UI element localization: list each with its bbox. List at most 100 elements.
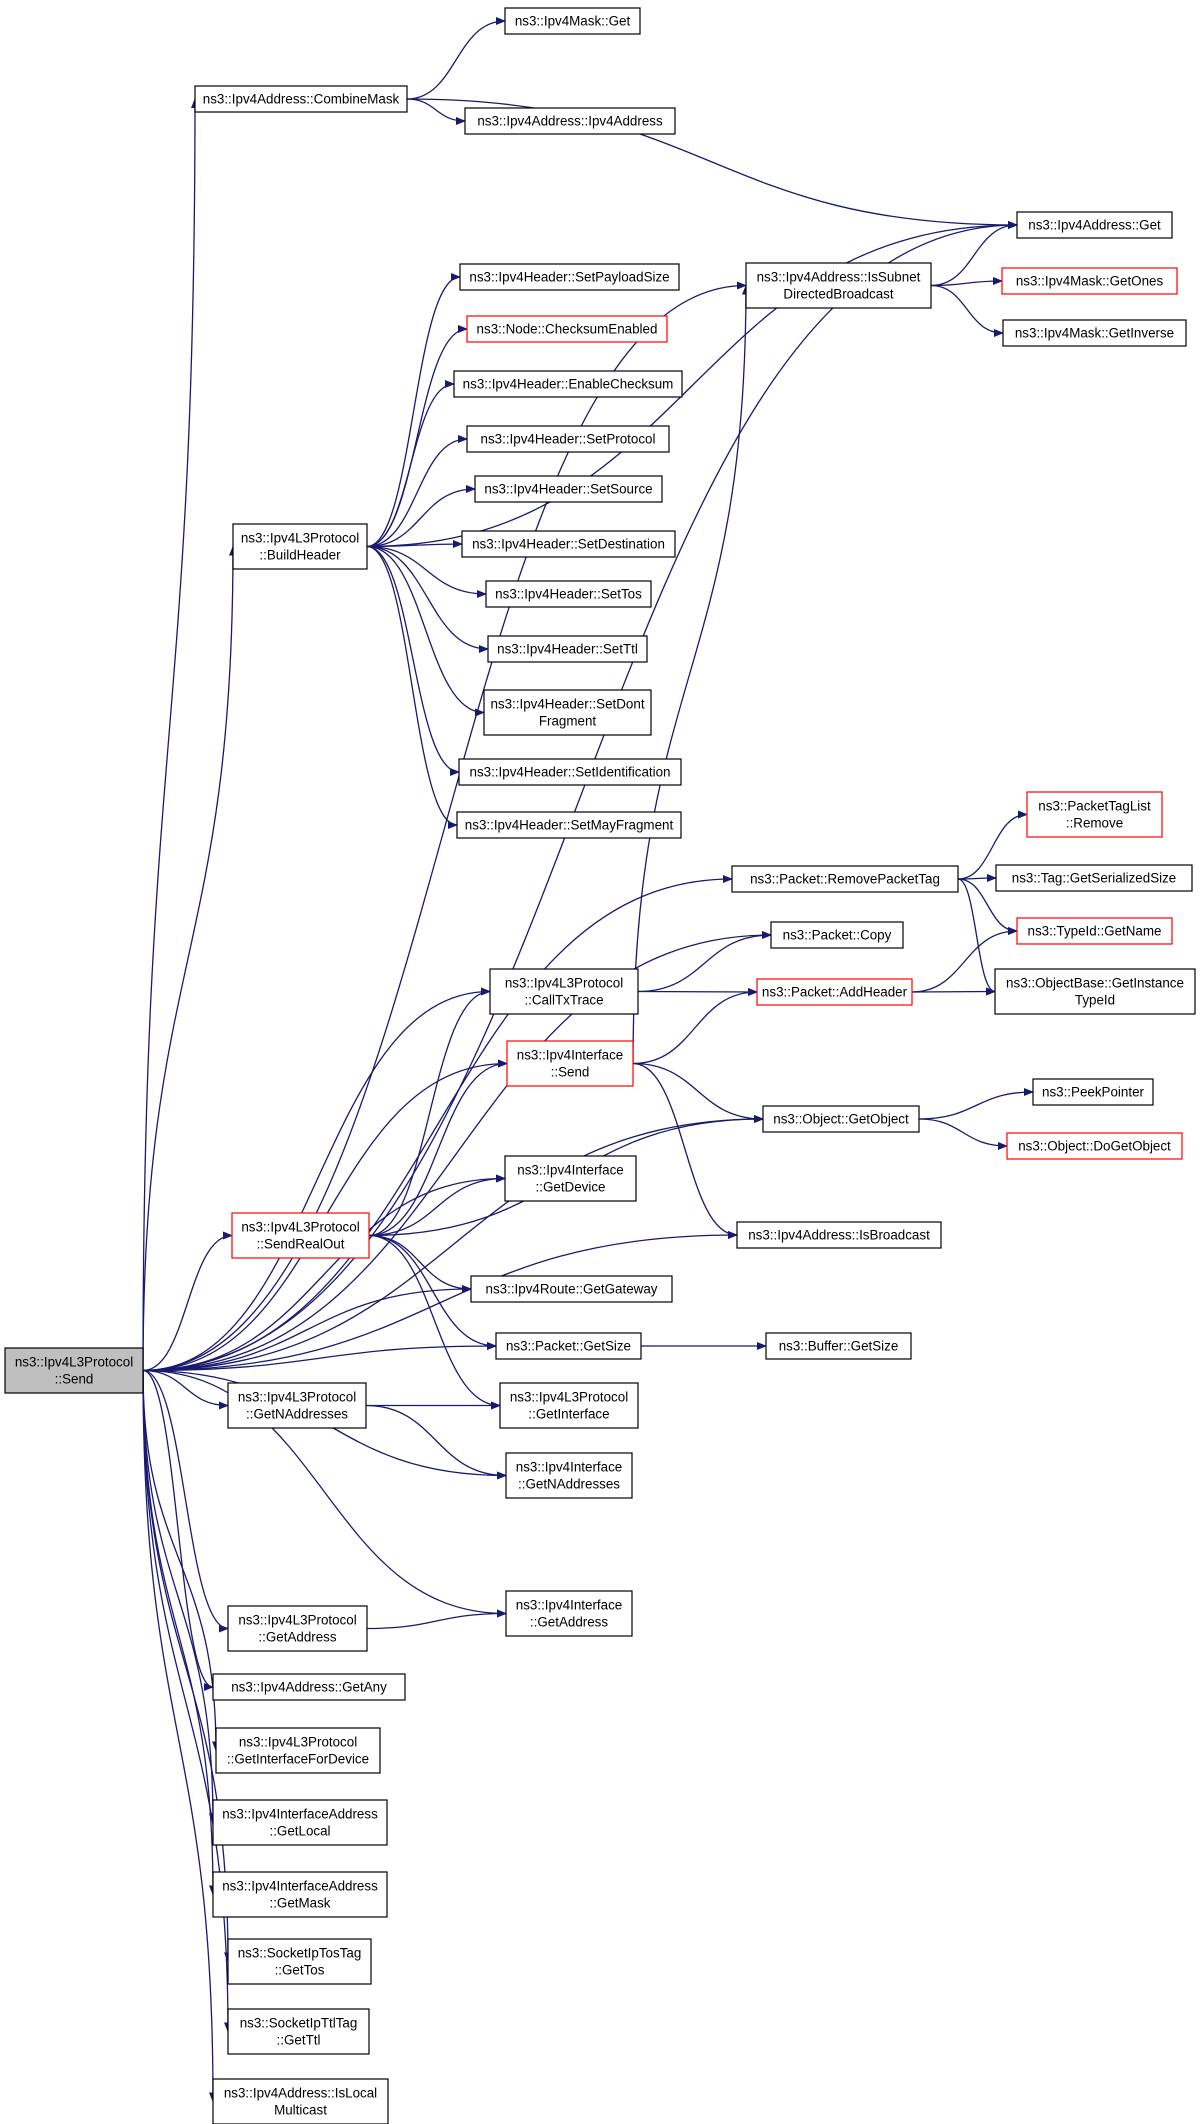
node-addr-ctor[interactable]: ns3::Ipv4Address::Ipv4Address	[464, 107, 676, 135]
node-label-line: ns3::PeekPointer	[1042, 1085, 1145, 1100]
node-box	[4, 1347, 144, 1394]
node-label-line: ns3::Ipv4Route::GetGateway	[486, 1282, 658, 1297]
node-is-subnet[interactable]: ns3::Ipv4Address::IsSubnetDirectedBroadc…	[745, 262, 932, 309]
edge-if-send-to-is-subnet	[632, 284, 750, 1064]
node-combine-mask[interactable]: ns3::Ipv4Address::CombineMask	[194, 85, 408, 113]
node-set-ident[interactable]: ns3::Ipv4Header::SetIdentification	[458, 758, 682, 786]
node-set-destination[interactable]: ns3::Ipv4Header::SetDestination	[461, 530, 676, 558]
node-tag-ser-size[interactable]: ns3::Tag::GetSerializedSize	[995, 864, 1193, 892]
node-get-object[interactable]: ns3::Object::GetObject	[762, 1105, 920, 1133]
node-label-line: ns3::Ipv4Address::IsBroadcast	[748, 1228, 930, 1243]
node-packet-copy[interactable]: ns3::Packet::Copy	[770, 921, 904, 949]
node-l3-naddr[interactable]: ns3::Ipv4L3Protocol::GetNAddresses	[227, 1382, 367, 1429]
node-is-broadcast[interactable]: ns3::Ipv4Address::IsBroadcast	[736, 1221, 942, 1249]
node-label-line: Multicast	[274, 2103, 327, 2118]
node-get-any[interactable]: ns3::Ipv4Address::GetAny	[212, 1673, 406, 1701]
node-label-line: ::SendRealOut	[257, 1237, 345, 1252]
node-box	[505, 1590, 633, 1637]
node-do-get-object[interactable]: ns3::Object::DoGetObject	[1006, 1132, 1183, 1160]
node-box	[1006, 1132, 1183, 1160]
node-type-id-name[interactable]: ns3::TypeId::GetName	[1016, 917, 1173, 945]
node-label-line: ns3::Node::ChecksumEnabled	[477, 322, 658, 337]
node-box	[762, 1105, 920, 1133]
node-label-line: ns3::Ipv4L3Protocol	[241, 531, 359, 546]
node-get-inverse[interactable]: ns3::Ipv4Mask::GetInverse	[1002, 319, 1187, 347]
node-mask-get[interactable]: ns3::Ipv4Mask::Get	[504, 7, 641, 35]
node-get-device[interactable]: ns3::Ipv4Interface::GetDevice	[504, 1155, 637, 1202]
node-label-line: ns3::Ipv4L3Protocol	[238, 1613, 356, 1628]
node-if-get-addr[interactable]: ns3::Ipv4Interface::GetAddress	[505, 1590, 633, 1637]
node-set-tos[interactable]: ns3::Ipv4Header::SetTos	[485, 580, 652, 608]
edge-build-header-to-set-tos	[366, 545, 487, 598]
edge-call-tx-to-packet-copy	[637, 931, 772, 993]
edge-add-header-to-type-id-name	[911, 927, 1018, 993]
node-box	[1016, 917, 1173, 945]
node-label-line: ns3::Ipv4Header::SetDont	[490, 697, 644, 712]
node-build-header[interactable]: ns3::Ipv4L3Protocol::BuildHeader	[232, 523, 368, 570]
node-label-line: ns3::Buffer::GetSize	[779, 1339, 899, 1354]
node-if-for-device[interactable]: ns3::Ipv4L3Protocol::GetInterfaceForDevi…	[215, 1727, 381, 1774]
node-checksum[interactable]: ns3::Node::ChecksumEnabled	[466, 315, 668, 343]
node-l3-get-if[interactable]: ns3::Ipv4L3Protocol::GetInterface	[499, 1382, 639, 1429]
node-l3-get-addr[interactable]: ns3::Ipv4L3Protocol::GetAddress	[227, 1605, 368, 1652]
node-label-line: ns3::Ipv4Mask::GetOnes	[1016, 274, 1164, 289]
node-set-ttl[interactable]: ns3::Ipv4Header::SetTtl	[487, 635, 648, 663]
edge-build-header-to-set-ident	[366, 545, 460, 776]
node-label-line: ns3::Object::DoGetObject	[1018, 1139, 1171, 1154]
node-set-protocol[interactable]: ns3::Ipv4Header::SetProtocol	[466, 425, 670, 453]
node-get-ones[interactable]: ns3::Ipv4Mask::GetOnes	[1001, 267, 1178, 295]
node-peek-pointer[interactable]: ns3::PeekPointer	[1032, 1078, 1154, 1106]
edge-send-to-l3-get-addr	[142, 1369, 229, 1633]
node-box	[227, 1605, 368, 1652]
node-if-send[interactable]: ns3::Ipv4Interface::Send	[506, 1040, 634, 1087]
edge-get-object-to-do-get-object	[918, 1118, 1008, 1150]
node-label-line: ::GetNAddresses	[246, 1407, 348, 1422]
node-enable-checksum[interactable]: ns3::Ipv4Header::EnableChecksum	[453, 370, 683, 398]
node-tos-tag[interactable]: ns3::SocketIpTosTag::GetTos	[227, 1938, 372, 1985]
edge-build-header-to-addr-get	[366, 221, 1018, 548]
node-label-line: ns3::Ipv4Address::GetAny	[231, 1680, 387, 1695]
node-label-line: ns3::Ipv4Header::SetPayloadSize	[469, 270, 669, 285]
node-label-line: ns3::Ipv4InterfaceAddress	[222, 1807, 378, 1822]
node-label-line: ::GetDevice	[536, 1180, 606, 1195]
node-label-line: ns3::Ipv4Address::Get	[1028, 218, 1161, 233]
node-ttl-tag[interactable]: ns3::SocketIpTtlTag::GetTtl	[227, 2008, 370, 2055]
node-box	[453, 370, 683, 398]
node-label-line: ns3::Packet::AddHeader	[762, 985, 908, 1000]
node-label-line: ns3::Ipv4Header::SetDestination	[472, 537, 665, 552]
node-set-payload[interactable]: ns3::Ipv4Header::SetPayloadSize	[459, 263, 680, 291]
node-label-line: ns3::Ipv4Header::EnableChecksum	[463, 377, 674, 392]
node-box	[1026, 791, 1163, 838]
node-label-line: ns3::Ipv4Mask::Get	[515, 14, 631, 29]
edge-send-real-out-to-packet-size	[368, 1234, 497, 1350]
node-box	[215, 1727, 381, 1774]
node-addr-get[interactable]: ns3::Ipv4Address::Get	[1016, 211, 1173, 239]
node-label-line: ns3::Ipv4Interface	[517, 1048, 623, 1063]
node-call-tx[interactable]: ns3::Ipv4L3Protocol::CallTxTrace	[489, 968, 639, 1015]
node-box	[227, 2008, 370, 2055]
node-set-may-frag[interactable]: ns3::Ipv4Header::SetMayFragment	[456, 811, 682, 839]
node-box	[466, 425, 670, 453]
node-get-gateway[interactable]: ns3::Ipv4Route::GetGateway	[470, 1275, 673, 1303]
node-ifa-get-mask[interactable]: ns3::Ipv4InterfaceAddress::GetMask	[212, 1871, 388, 1918]
node-packet-size[interactable]: ns3::Packet::GetSize	[495, 1332, 642, 1360]
edge-send-to-is-local-mc	[142, 1370, 217, 2103]
edge-send-real-out-to-if-send	[368, 1059, 508, 1237]
edge-layer	[142, 17, 1034, 2103]
node-box	[745, 262, 932, 309]
node-box	[756, 978, 913, 1006]
node-label-line: ns3::Ipv4Header::SetTtl	[497, 642, 638, 657]
node-if-naddr[interactable]: ns3::Ipv4Interface::GetNAddresses	[505, 1452, 633, 1499]
node-send-real-out[interactable]: ns3::Ipv4L3Protocol::SendRealOut	[231, 1212, 370, 1259]
edge-build-header-to-set-ttl	[366, 545, 489, 653]
node-buffer-size[interactable]: ns3::Buffer::GetSize	[765, 1332, 912, 1360]
node-remove-tag[interactable]: ns3::Packet::RemovePacketTag	[731, 865, 959, 893]
node-send[interactable]: ns3::Ipv4L3Protocol::Send	[4, 1347, 144, 1394]
node-add-header[interactable]: ns3::Packet::AddHeader	[756, 978, 913, 1006]
node-tag-list-remove[interactable]: ns3::PacketTagList::Remove	[1026, 791, 1163, 838]
node-ifa-get-local[interactable]: ns3::Ipv4InterfaceAddress::GetLocal	[212, 1799, 388, 1846]
node-set-source[interactable]: ns3::Ipv4Header::SetSource	[474, 475, 663, 503]
